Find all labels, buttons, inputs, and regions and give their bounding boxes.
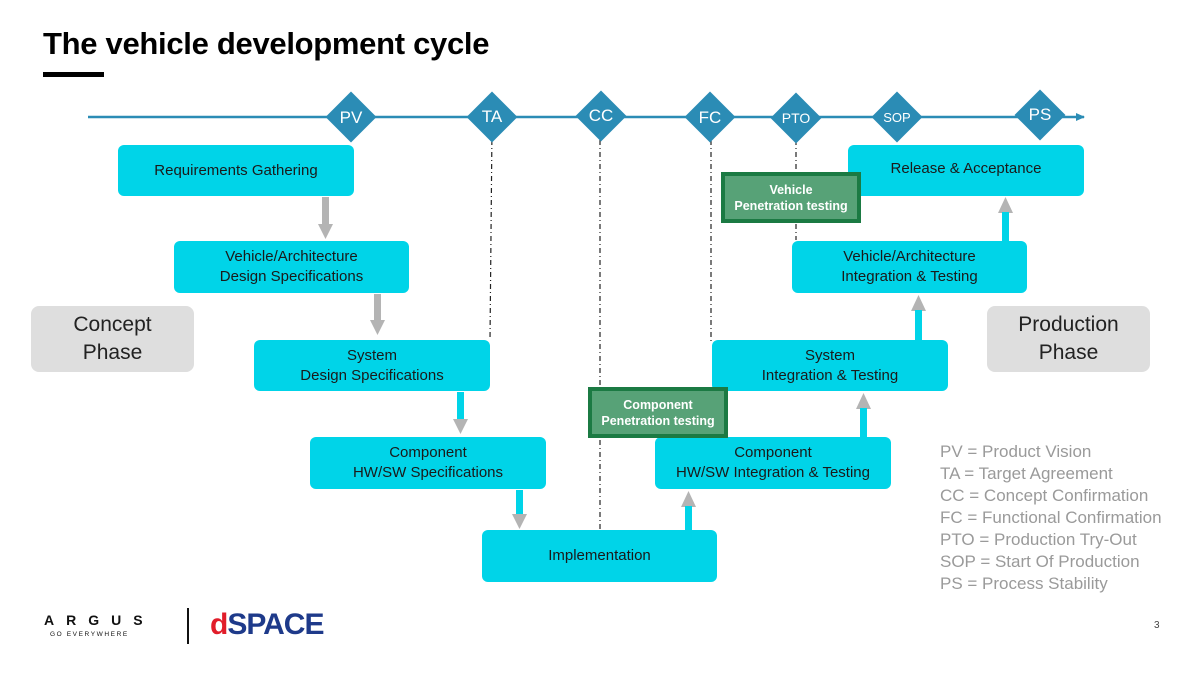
arrow-up-4: [998, 197, 1013, 241]
milestone-ta-label: TA: [482, 107, 503, 126]
box-component-integration-line-1: Component: [734, 444, 812, 461]
box-component-integration: Component HW/SW Integration & Testing: [655, 437, 891, 489]
legend-item-pv: PV = Product Vision: [940, 442, 1092, 461]
box-system-integration-line-1: System: [804, 346, 855, 364]
legend-item-pto: PTO = Production Try-Out: [940, 530, 1137, 549]
box-release-line-1: Release & Acceptance: [890, 160, 1042, 177]
milestone-fc-label: FC: [699, 108, 722, 127]
milestone-ps: PS: [1014, 89, 1066, 141]
component-pen-test-line-2: Penetration testing: [601, 413, 715, 428]
box-component-spec-line-2: HW/SW Specifications: [352, 464, 504, 481]
concept-phase-box: Concept Phase: [31, 306, 194, 372]
production-phase-line-1: Production: [1018, 313, 1119, 336]
box-system-design-line-2: Design Specifications: [300, 366, 444, 384]
box-system-integration-line-2: Integration & Testing: [761, 366, 899, 384]
arrow-down-1: [318, 197, 333, 239]
milestone-cc-label: CC: [589, 106, 614, 125]
milestone-pto: PTO: [770, 92, 822, 144]
arrow-down-2: [370, 294, 385, 335]
box-system-integration: System Integration & Testing: [712, 340, 948, 391]
concept-phase-line-1: Concept: [73, 313, 152, 336]
box-implementation: Implementation: [482, 530, 717, 582]
legend-item-cc: CC = Concept Confirmation: [940, 486, 1149, 505]
milestone-pv-label: PV: [340, 108, 363, 127]
box-vehicle-design-line-1: Vehicle/Architecture: [225, 248, 358, 265]
milestone-sop-label: SOP: [883, 110, 910, 125]
legend-item-ps: PS = Process Stability: [940, 574, 1108, 593]
box-vehicle-design-spec: Vehicle/Architecture Design Specificatio…: [174, 241, 409, 293]
box-system-design-spec: System Design Specifications: [254, 340, 490, 391]
argus-logo-wordmark: ARGUS: [44, 612, 155, 628]
milestone-fc: FC: [684, 91, 736, 143]
title-underline: [43, 72, 104, 77]
milestone-ps-label: PS: [1029, 105, 1052, 124]
page-title: The vehicle development cycle: [43, 26, 490, 61]
milestone-cc: CC: [575, 90, 627, 142]
arrow-down-4: [512, 490, 527, 529]
dspace-logo: dSPACE: [210, 608, 324, 642]
vehicle-pen-test-box: Vehicle Penetration testing: [721, 172, 861, 223]
concept-phase-line-2: Phase: [82, 341, 143, 364]
box-requirements-gathering: Requirements Gathering: [118, 145, 354, 196]
vehicle-pen-test-line-2: Penetration testing: [734, 198, 848, 213]
milestone-legend: PV = Product Vision TA = Target Agreemen…: [940, 441, 1162, 595]
box-vehicle-integration-line-2: Integration & Testing: [841, 268, 978, 285]
box-implementation-line-1: Implementation: [548, 547, 651, 564]
arrow-down-3: [453, 392, 468, 434]
legend-item-fc: FC = Functional Confirmation: [940, 508, 1162, 527]
box-requirements-line-1: Requirements Gathering: [154, 161, 318, 179]
dspace-logo-rest: SPACE: [227, 608, 324, 641]
component-pen-test-box: Component Penetration testing: [588, 387, 728, 438]
argus-logo-tagline: GO EVERYWHERE: [50, 631, 129, 638]
logo-separator: [187, 608, 189, 644]
legend-item-sop: SOP = Start Of Production: [940, 552, 1140, 571]
page-number: 3: [1154, 620, 1160, 631]
box-release-acceptance: Release & Acceptance: [848, 145, 1084, 196]
legend-item-ta: TA = Target Agreement: [940, 464, 1113, 483]
milestone-ta: TA: [466, 91, 518, 143]
box-vehicle-integration-line-1: Vehicle/Architecture: [843, 248, 976, 265]
box-component-spec-line-1: Component: [389, 444, 467, 461]
milestone-pv: PV: [325, 91, 377, 143]
dspace-logo-d: d: [210, 608, 228, 641]
box-vehicle-design-line-2: Design Specifications: [219, 268, 364, 285]
milestone-sop: SOP: [871, 91, 923, 143]
component-pen-test-line-1: Component: [623, 397, 693, 412]
arrow-up-2: [856, 393, 871, 437]
box-system-design-line-1: System: [346, 346, 397, 364]
production-phase-box: Production Phase: [987, 306, 1150, 372]
argus-logo: ARGUS GO EVERYWHERE: [44, 612, 155, 638]
box-vehicle-integration: Vehicle/Architecture Integration & Testi…: [792, 241, 1027, 293]
arrow-up-1: [681, 491, 696, 530]
box-component-spec: Component HW/SW Specifications: [310, 437, 546, 489]
vehicle-pen-test-line-1: Vehicle: [769, 182, 813, 197]
production-phase-line-2: Phase: [1038, 341, 1099, 364]
arrow-up-3: [911, 295, 926, 340]
box-component-integration-line-2: HW/SW Integration & Testing: [676, 464, 870, 481]
milestone-pto-label: PTO: [782, 110, 811, 126]
ta-guide-line: [489, 127, 493, 341]
